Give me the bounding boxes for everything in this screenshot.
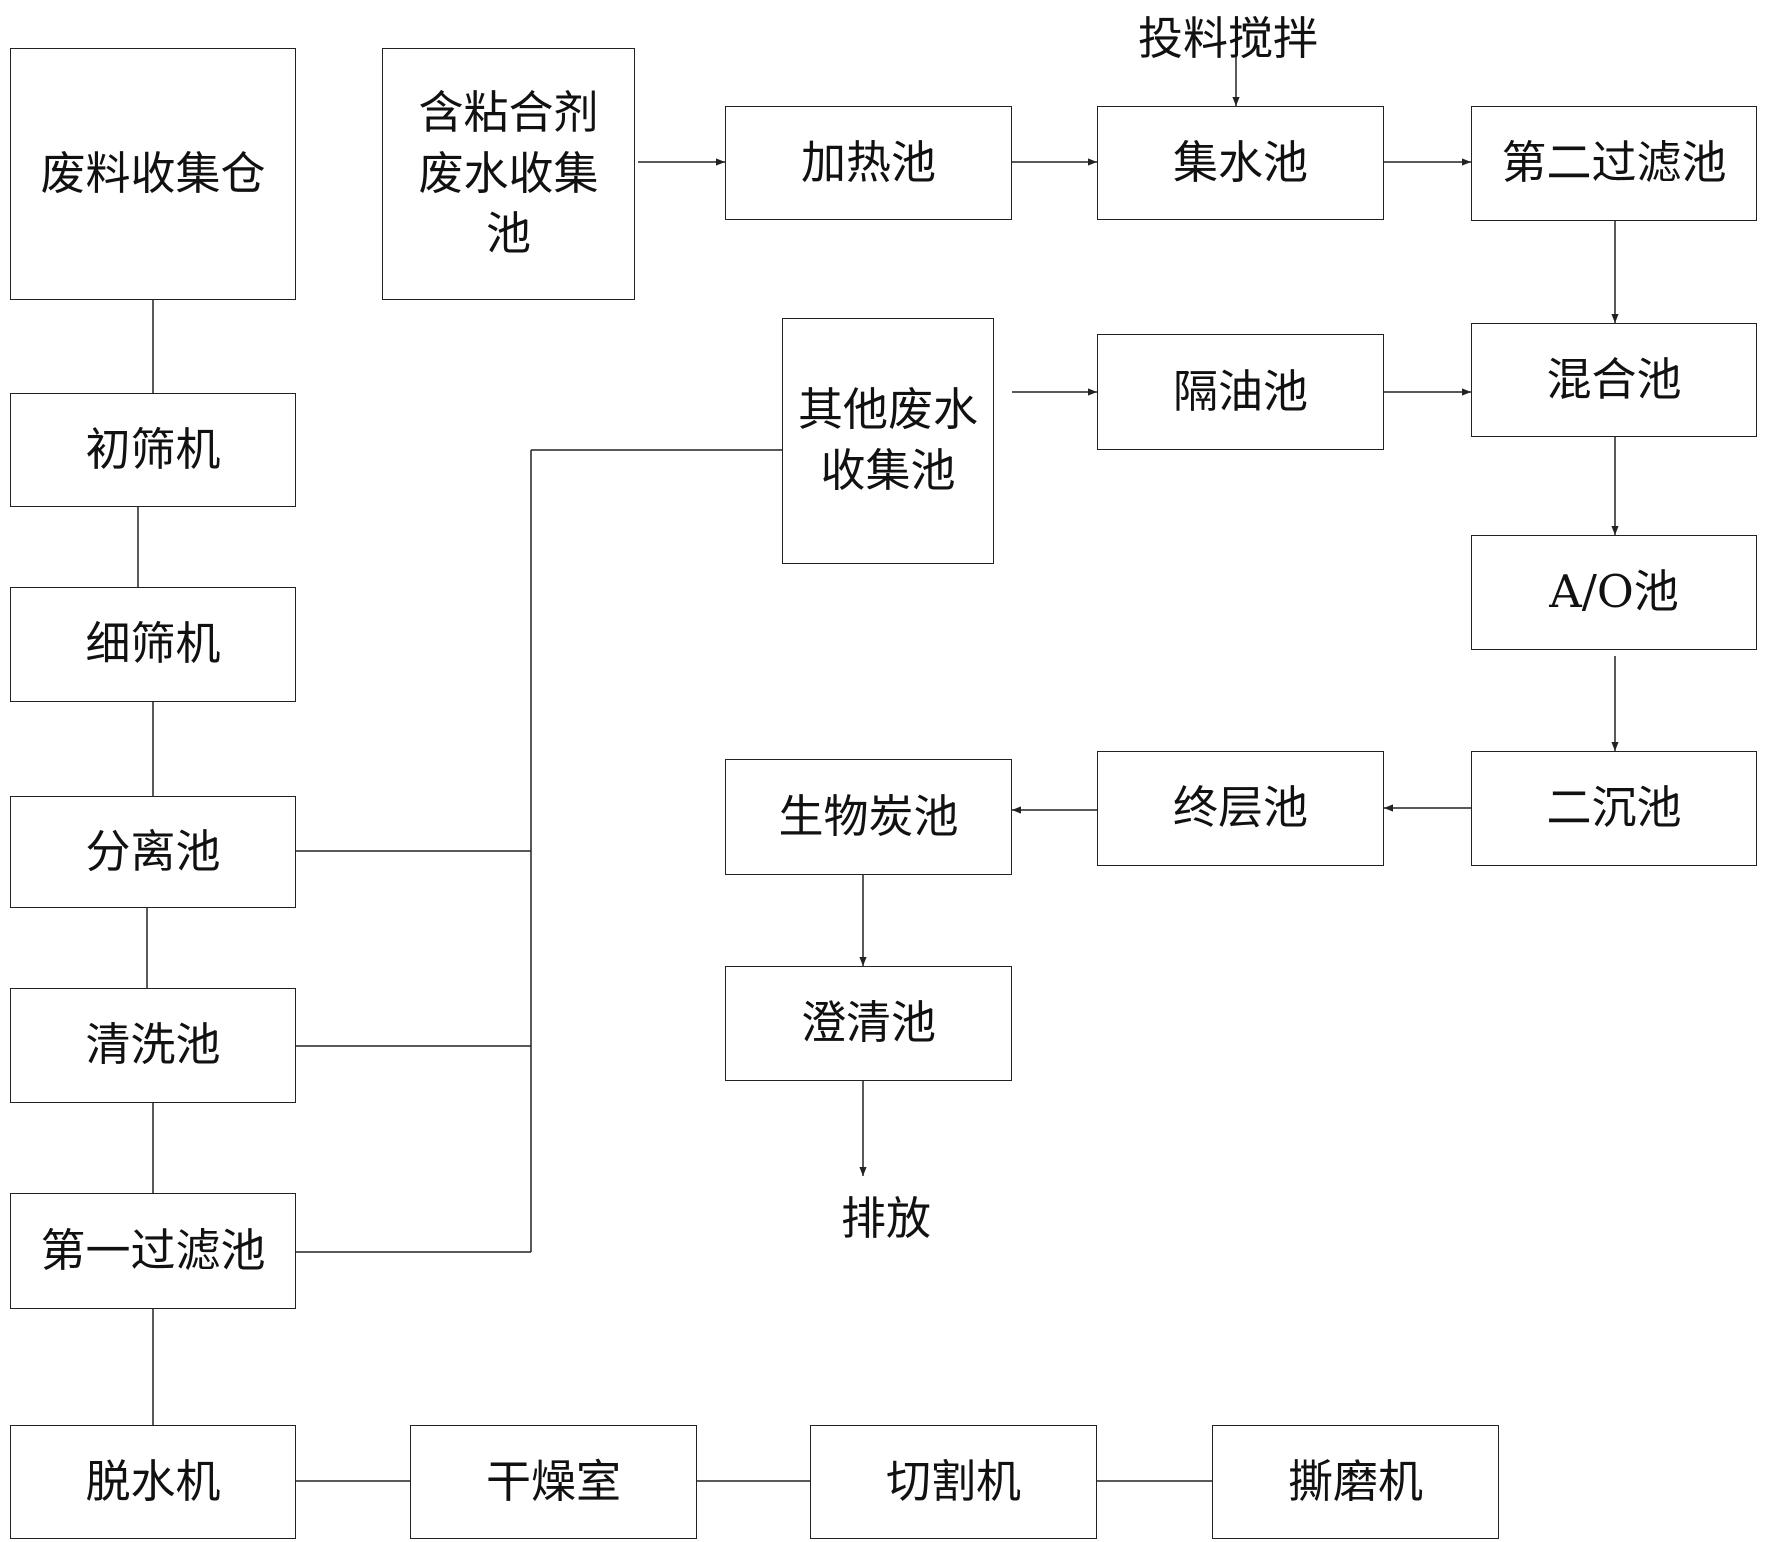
node-drying-room: 干燥室 (410, 1425, 697, 1539)
node-fine-screener-label: 细筛机 (85, 617, 221, 671)
node-collection-tank-label: 集水池 (1172, 135, 1308, 189)
node-fine-screener: 细筛机 (10, 587, 296, 702)
node-clarification-tank: 澄清池 (725, 966, 1012, 1081)
node-binder-line2: 废水收集 (418, 146, 599, 200)
node-waste-bin-label: 废料收集仓 (40, 146, 266, 200)
node-dewatering: 脱水机 (10, 1425, 296, 1539)
node-oil-separator-label: 隔油池 (1172, 364, 1308, 418)
node-other-line1: 其他废水 (797, 383, 978, 437)
node-second-filter-label: 第二过滤池 (1501, 136, 1727, 190)
node-tearing-grinding: 撕磨机 (1212, 1425, 1499, 1539)
node-washing-tank: 清洗池 (10, 988, 296, 1103)
label-feed-stir: 投料搅拌 (1138, 12, 1319, 65)
node-heating-tank-label: 加热池 (800, 135, 936, 189)
node-mixing-tank-label: 混合池 (1546, 352, 1682, 406)
node-oil-separator: 隔油池 (1097, 334, 1384, 450)
node-biochar-tank-label: 生物炭池 (778, 789, 959, 843)
node-collection-tank: 集水池 (1097, 106, 1384, 220)
node-other-line2: 收集池 (820, 444, 956, 497)
node-heating-tank: 加热池 (725, 106, 1012, 220)
node-tearing-grinding-label: 撕磨机 (1287, 1454, 1423, 1508)
node-ao-tank: A/O池 (1471, 535, 1757, 650)
node-binder-wastewater-collection: 含粘合剂 废水收集 池 (382, 48, 635, 300)
node-other-wastewater-collection: 其他废水 收集池 (782, 318, 994, 564)
node-separation-tank-label: 分离池 (85, 824, 221, 878)
node-primary-screener-label: 初筛机 (85, 422, 221, 476)
node-waste-bin: 废料收集仓 (10, 48, 296, 300)
node-biochar-tank: 生物炭池 (725, 759, 1012, 875)
node-dewatering-label: 脱水机 (85, 1454, 221, 1508)
node-cutting: 切割机 (810, 1425, 1097, 1539)
node-final-tank: 终层池 (1097, 751, 1384, 866)
node-final-tank-label: 终层池 (1172, 781, 1308, 835)
node-drying-room-label: 干燥室 (485, 1454, 621, 1508)
node-cutting-label: 切割机 (885, 1454, 1021, 1508)
node-second-filter: 第二过滤池 (1471, 106, 1757, 221)
node-secondary-settling-label: 二沉池 (1546, 781, 1682, 835)
node-first-filter-label: 第一过滤池 (40, 1223, 266, 1277)
node-first-filter: 第一过滤池 (10, 1193, 296, 1309)
node-secondary-settling: 二沉池 (1471, 751, 1757, 866)
node-clarification-tank-label: 澄清池 (800, 996, 936, 1050)
node-mixing-tank: 混合池 (1471, 323, 1757, 437)
node-primary-screener: 初筛机 (10, 393, 296, 507)
node-separation-tank: 分离池 (10, 796, 296, 908)
node-binder-line3: 池 (485, 207, 531, 261)
node-ao-tank-label: A/O池 (1549, 565, 1679, 619)
node-binder-line1: 含粘合剂 (418, 85, 599, 139)
label-discharge: 排放 (841, 1192, 932, 1245)
node-washing-tank-label: 清洗池 (85, 1018, 221, 1072)
